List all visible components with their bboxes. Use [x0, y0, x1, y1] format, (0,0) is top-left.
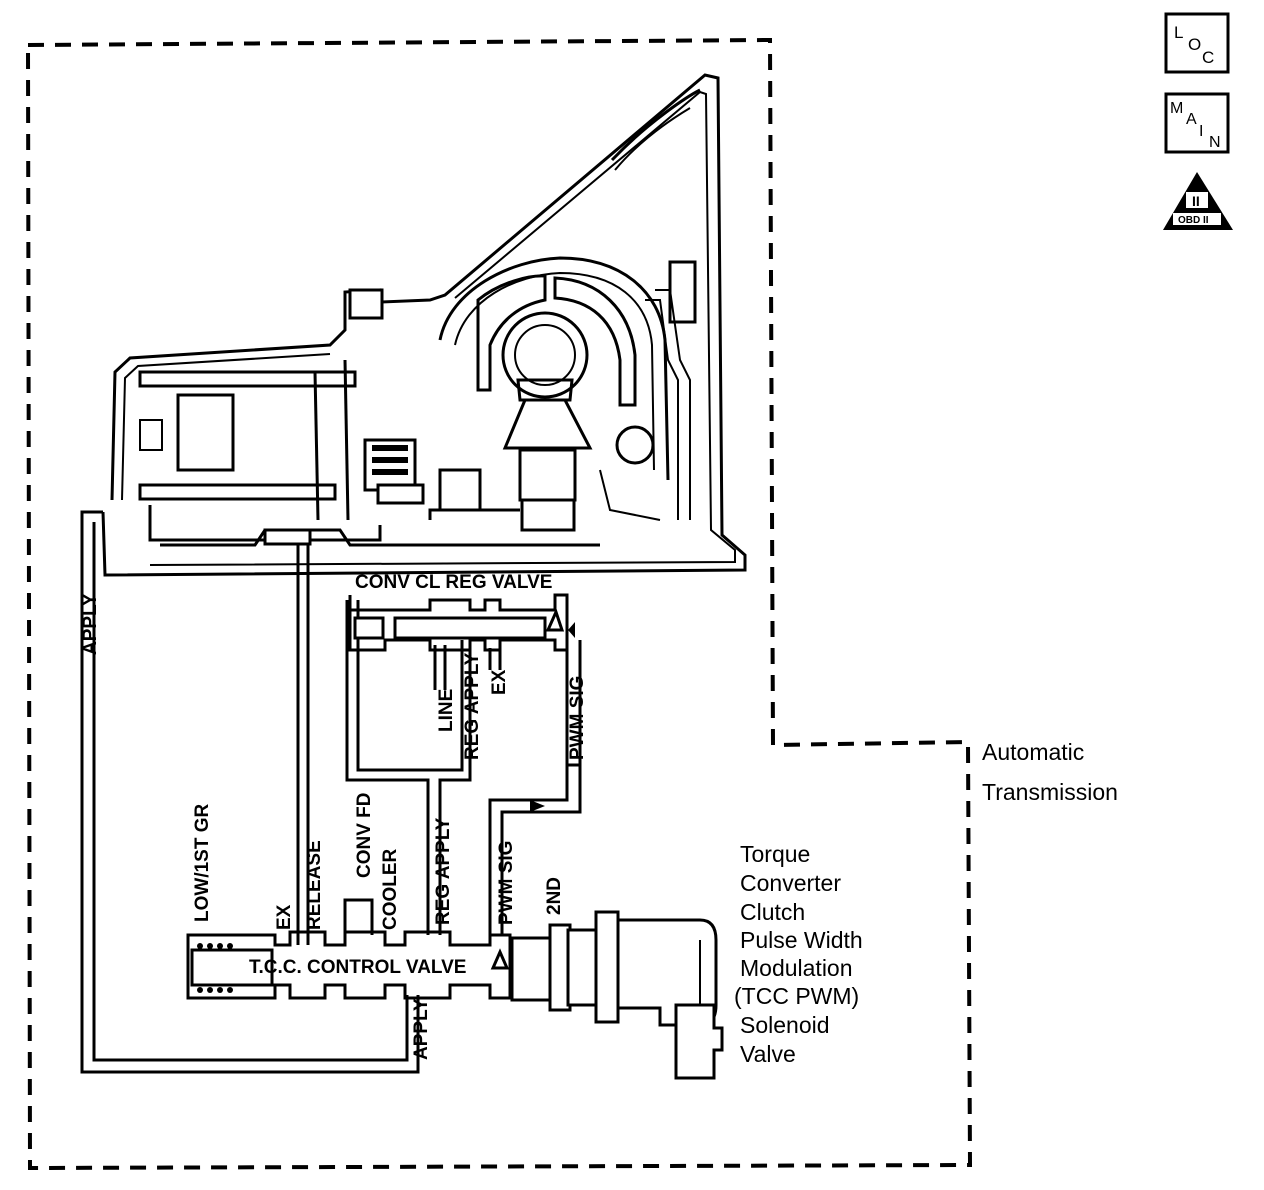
solenoid-line-7: Solenoid [740, 1012, 830, 1038]
release-label: RELEASE [304, 840, 325, 930]
tcc-pwm-solenoid [510, 910, 724, 1080]
boundary-label: Automatic Transmission [982, 739, 1118, 805]
tcc-control-valve-label: T.C.C. CONTROL VALVE [249, 957, 466, 978]
icon-glyph-text: N [1209, 134, 1221, 151]
ex-label: EX [274, 904, 295, 930]
loc-icon[interactable]: L O C [1164, 12, 1230, 74]
transmission-boundary [25, 37, 973, 1171]
icon-glyph-text: M [1170, 100, 1183, 117]
boundary-line-2: Transmission [982, 779, 1118, 805]
solenoid-line-5: Modulation [740, 955, 853, 981]
solenoid-line-3: Clutch [740, 899, 805, 925]
solenoid-line-1: Torque [740, 841, 810, 867]
solenoid-description: Torque Converter Clutch Pulse Width Modu… [734, 841, 863, 1067]
pwm-sig-label: PWM SIG [496, 841, 517, 925]
hydraulic-lines [80, 510, 582, 1074]
conv-cl-reg-valve [348, 593, 575, 652]
main-icon[interactable]: M A I N [1164, 92, 1230, 154]
icon-glyph-text: OBD II [1178, 215, 1209, 226]
solenoid-line-8: Valve [740, 1041, 796, 1067]
icon-glyph-text: O [1188, 35, 1201, 54]
ex-top-label: EX [489, 669, 510, 695]
2nd-label: 2ND [544, 877, 565, 915]
icon-glyph-text: A [1186, 111, 1197, 128]
icon-glyph-text: L [1174, 23, 1183, 42]
apply-left-label: APPLY [80, 593, 101, 655]
cooler-label: COOLER [380, 848, 401, 930]
tcc-control-valve [186, 930, 545, 1000]
solenoid-line-4: Pulse Width [740, 927, 863, 953]
transmission-cutaway [101, 73, 747, 577]
icon-glyph-text: II [1192, 193, 1200, 209]
boundary-line-1: Automatic [982, 739, 1084, 765]
conv-fd-label: CONV FD [354, 793, 375, 879]
line-port-label: LINE [436, 689, 457, 732]
pwm-sig-top-label: PWM SIG [567, 676, 588, 760]
conv-cl-reg-valve-label: CONV CL REG VALVE [355, 572, 552, 593]
icon-glyph-text: C [1202, 48, 1214, 67]
solenoid-line-6: (TCC PWM) [734, 983, 859, 1009]
low-1st-gr-label: LOW/1ST GR [192, 804, 213, 923]
solenoid-line-2: Converter [740, 870, 841, 896]
apply-bottom-label: APPLY [411, 998, 432, 1060]
icon-glyph-text: I [1199, 123, 1203, 140]
obd-ii-warning-icon[interactable]: II OBD II [1163, 172, 1233, 230]
reg-apply-label: REG APPLY [433, 817, 454, 925]
reg-apply-top-label: REG APPLY [462, 652, 483, 760]
port-labels: APPLY LINE REG APPLY EX PWM SIG LOW/1ST … [80, 593, 588, 1060]
